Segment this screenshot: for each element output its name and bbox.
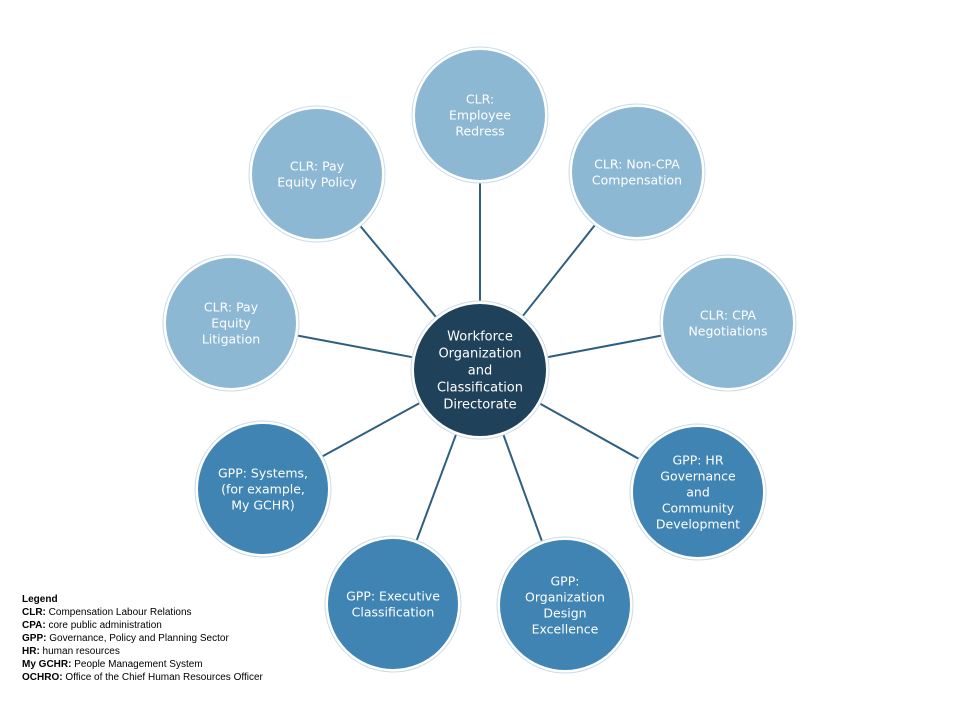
node-label: GPP: Systems,(for example,My GCHR) bbox=[218, 465, 308, 512]
legend-abbr: CLR: bbox=[22, 607, 46, 618]
node-circle bbox=[198, 424, 328, 554]
node-circle bbox=[252, 109, 382, 239]
legend-text: core public administration bbox=[45, 620, 162, 631]
label-line: Excellence bbox=[532, 621, 599, 636]
legend-text: Office of the Chief Human Resources Offi… bbox=[62, 672, 263, 683]
label-line: GPP: bbox=[551, 573, 580, 588]
legend-item: My GCHR: People Management System bbox=[22, 658, 263, 671]
label-line: Equity Policy bbox=[277, 174, 357, 189]
legend-abbr: My GCHR: bbox=[22, 659, 72, 670]
legend-text: People Management System bbox=[71, 659, 203, 670]
connector-gpp-organization-design bbox=[502, 434, 543, 542]
center-circle bbox=[414, 304, 546, 436]
legend-text: human resources bbox=[39, 646, 120, 657]
label-line: (for example, bbox=[221, 481, 305, 496]
label-line: Equity bbox=[211, 315, 251, 330]
node-circle bbox=[415, 50, 545, 180]
legend-item: GPP: Governance, Policy and Planning Sec… bbox=[22, 632, 263, 645]
label-line: Organization bbox=[438, 347, 521, 362]
legend-item: CPA: core public administration bbox=[22, 619, 263, 632]
node-circle bbox=[328, 539, 458, 669]
node-circle bbox=[663, 258, 793, 388]
legend: Legend CLR: Compensation Labour Relation… bbox=[22, 593, 263, 684]
node-gpp-systems: GPP: Systems,(for example,My GCHR) bbox=[194, 420, 332, 558]
label-line: Employee bbox=[449, 107, 511, 122]
connector-clr-non-cpa-compensation bbox=[522, 224, 596, 317]
legend-title: Legend bbox=[22, 594, 58, 605]
connector-clr-pay-equity-litigation bbox=[297, 334, 413, 359]
legend-text: Governance, Policy and Planning Sector bbox=[46, 633, 229, 644]
connectors bbox=[297, 183, 662, 542]
node-circle bbox=[633, 427, 763, 557]
label-line: Litigation bbox=[202, 331, 260, 346]
label-line: and bbox=[468, 364, 492, 379]
label-line: CLR: bbox=[466, 91, 494, 106]
legend-abbr: HR: bbox=[22, 646, 40, 657]
label-line: Design bbox=[543, 605, 586, 620]
label-line: CLR: Non-CPA bbox=[594, 156, 680, 171]
legend-abbr: GPP: bbox=[22, 633, 47, 644]
label-line: Community bbox=[662, 500, 735, 515]
label-line: Classification bbox=[352, 604, 435, 619]
label-line: Organization bbox=[525, 589, 605, 604]
label-line: CLR: Pay bbox=[204, 299, 259, 314]
connector-clr-pay-equity-policy bbox=[359, 225, 437, 318]
label-line: Redress bbox=[455, 123, 504, 138]
label-line: Workforce bbox=[447, 330, 513, 345]
label-line: Directorate bbox=[443, 398, 516, 413]
connector-gpp-executive-classification bbox=[415, 434, 457, 541]
label-line: CLR: CPA bbox=[700, 307, 757, 322]
legend-abbr: OCHRO: bbox=[22, 672, 63, 683]
label-line: My GCHR) bbox=[231, 497, 295, 512]
node-circle bbox=[500, 540, 630, 670]
label-line: CLR: Pay bbox=[290, 158, 345, 173]
label-line: GPP: HR bbox=[672, 452, 723, 467]
legend-item: CLR: Compensation Labour Relations bbox=[22, 606, 263, 619]
legend-item: OCHRO: Office of the Chief Human Resourc… bbox=[22, 671, 263, 684]
legend-item: HR: human resources bbox=[22, 645, 263, 658]
label-line: GPP: Systems, bbox=[218, 465, 308, 480]
connector-gpp-hr-governance bbox=[539, 402, 640, 460]
label-line: GPP: Executive bbox=[346, 588, 440, 603]
label-line: Governance bbox=[660, 468, 736, 483]
node-circle bbox=[572, 107, 702, 237]
connector-clr-cpa-negotiations bbox=[547, 334, 662, 359]
label-line: Development bbox=[656, 516, 740, 531]
label-line: Classification bbox=[437, 381, 523, 396]
legend-abbr: CPA: bbox=[22, 620, 46, 631]
label-line: Compensation bbox=[592, 172, 682, 187]
label-line: Negotiations bbox=[688, 323, 767, 338]
node-circle bbox=[166, 258, 296, 388]
connector-gpp-systems bbox=[322, 402, 420, 458]
legend-text: Compensation Labour Relations bbox=[45, 607, 192, 618]
label-line: and bbox=[686, 484, 710, 499]
